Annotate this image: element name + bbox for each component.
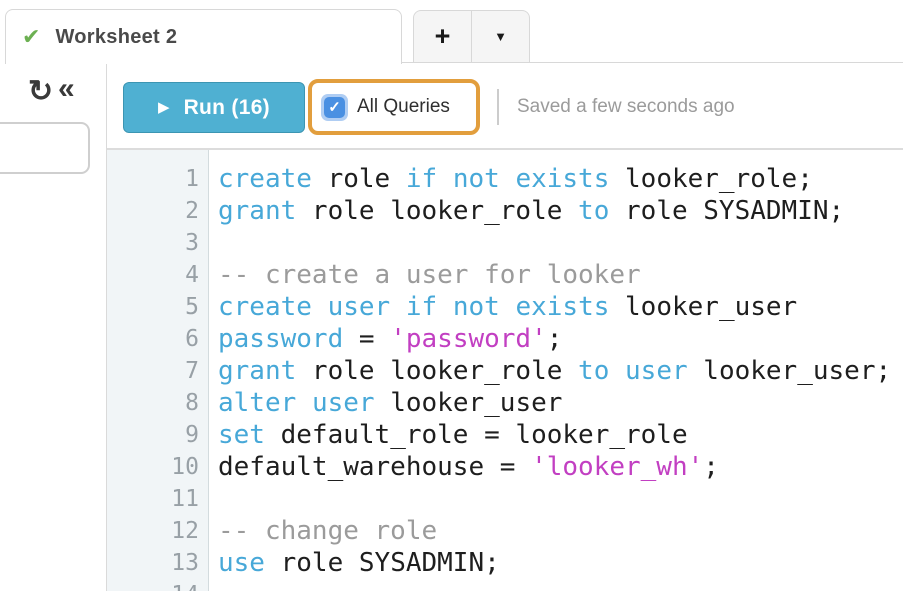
code-area[interactable]: create role if not exists looker_role;gr… — [218, 150, 903, 591]
line-number: 12 — [171, 517, 199, 544]
code-line[interactable]: create user if not exists looker_user — [218, 291, 903, 323]
code-line[interactable] — [218, 483, 903, 515]
code-token: password — [218, 323, 344, 354]
code-token: ; — [703, 451, 719, 482]
line-number: 1 — [185, 165, 199, 192]
toolbar-divider — [497, 89, 499, 125]
code-token: role looker_role — [296, 195, 579, 226]
line-number: 10 — [171, 453, 199, 480]
code-token: 'password' — [390, 323, 547, 354]
tab-list-button[interactable]: ▼ — [472, 11, 529, 62]
code-line[interactable] — [218, 227, 903, 259]
code-token: role looker_role — [296, 355, 579, 386]
code-token: user — [327, 291, 391, 322]
editor-gutter: 1234567891011121314 — [107, 149, 209, 591]
play-icon: ▶ — [158, 99, 170, 116]
code-token: if — [405, 291, 438, 322]
code-line[interactable]: -- change role — [218, 515, 903, 547]
plus-icon: + — [434, 20, 451, 51]
line-number: 9 — [185, 421, 199, 448]
line-number: 13 — [171, 549, 199, 576]
code-token: exists — [515, 163, 610, 194]
line-number: 11 — [171, 485, 199, 512]
line-number: 7 — [185, 357, 199, 384]
code-token — [437, 292, 453, 322]
panel-divider — [105, 63, 107, 591]
code-token: grant — [218, 195, 297, 226]
code-token: to — [578, 355, 610, 386]
code-token: alter — [218, 387, 297, 418]
sidebar-search-box[interactable] — [0, 122, 90, 174]
all-queries-highlight: ✓ All Queries — [308, 79, 480, 135]
code-token: create — [218, 291, 312, 322]
code-token — [500, 292, 516, 322]
code-token: looker_role; — [609, 163, 813, 194]
line-number: 5 — [185, 293, 199, 320]
all-queries-label[interactable]: All Queries — [357, 96, 450, 117]
code-token: create — [218, 163, 312, 194]
line-number: 14 — [107, 579, 208, 591]
tab-worksheet-2[interactable]: ✔ Worksheet 2 — [5, 9, 402, 64]
code-token: default_role = looker_role — [264, 419, 688, 450]
line-number: 8 — [185, 389, 199, 416]
code-token: user — [625, 355, 688, 386]
line-number: 6 — [185, 325, 199, 352]
code-token: set — [218, 419, 265, 450]
code-token — [437, 164, 453, 194]
new-tab-group: + ▼ — [413, 10, 530, 62]
code-line[interactable]: grant role looker_role to user looker_us… — [218, 355, 903, 387]
toolbar-bottom-border — [107, 148, 903, 150]
checkbox-check-icon: ✓ — [324, 96, 345, 118]
refresh-icon[interactable]: ↻ — [28, 75, 54, 108]
code-token: grant — [218, 355, 297, 386]
code-line[interactable]: password = 'password'; — [218, 323, 903, 355]
code-token: looker_user — [609, 291, 798, 322]
code-token: looker_user; — [687, 355, 892, 386]
code-token: role — [311, 163, 406, 194]
code-token: user — [311, 387, 375, 418]
code-token — [500, 164, 516, 194]
code-token — [609, 356, 625, 386]
code-token: if — [405, 163, 438, 194]
code-token: to — [578, 195, 610, 226]
code-line[interactable]: grant role looker_role to role SYSADMIN; — [218, 195, 903, 227]
code-token — [390, 292, 406, 322]
code-token: -- create a user for looker — [218, 259, 641, 290]
code-token: looker_user — [374, 387, 563, 418]
collapse-panel-icon[interactable]: « — [58, 72, 75, 105]
code-line[interactable]: create role if not exists looker_role; — [218, 163, 903, 195]
code-line[interactable]: -- create a user for looker — [218, 259, 903, 291]
code-token: role SYSADMIN; — [264, 547, 500, 578]
code-line[interactable]: use role SYSADMIN; — [218, 547, 903, 579]
line-number: 2 — [185, 197, 199, 224]
code-token: use — [218, 547, 265, 578]
code-token: not — [452, 291, 500, 322]
new-tab-button[interactable]: + — [414, 11, 472, 62]
code-token: default_warehouse = — [218, 451, 532, 482]
code-token: ; — [546, 323, 563, 354]
code-token: -- change role — [218, 515, 438, 546]
code-token — [312, 292, 328, 322]
all-queries-checkbox[interactable]: ✓ — [321, 93, 348, 121]
line-number: 3 — [185, 229, 199, 256]
run-button-label: Run (16) — [183, 95, 270, 119]
save-status: Saved a few seconds ago — [517, 96, 735, 117]
code-token: not — [452, 163, 500, 194]
worksheet-status-check-icon: ✔ — [22, 24, 41, 49]
code-token: = — [343, 323, 391, 354]
code-token: role SYSADMIN; — [609, 195, 845, 226]
code-line[interactable]: set default_role = looker_role — [218, 419, 903, 451]
code-line[interactable] — [218, 579, 903, 591]
code-line[interactable]: default_warehouse = 'looker_wh'; — [218, 451, 903, 483]
line-number: 4 — [185, 261, 199, 288]
run-button[interactable]: ▶ Run (16) — [123, 82, 305, 133]
code-token — [296, 388, 312, 418]
code-token: exists — [515, 291, 610, 322]
code-token: 'looker_wh' — [531, 451, 704, 482]
tab-label: Worksheet 2 — [55, 25, 178, 48]
tabbar-bottom-border — [401, 61, 903, 63]
code-line[interactable]: alter user looker_user — [218, 387, 903, 419]
caret-down-icon: ▼ — [494, 28, 507, 44]
